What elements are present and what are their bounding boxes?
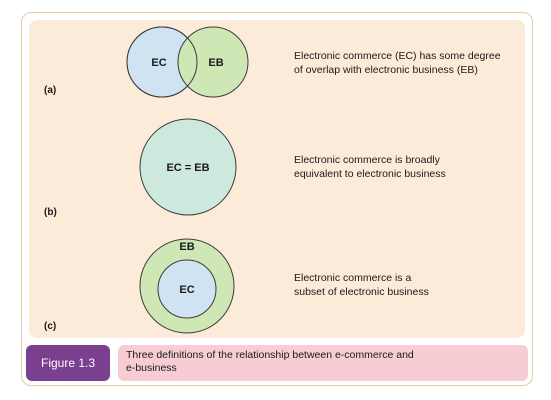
figure-caption: Three definitions of the relationship be… — [118, 345, 528, 381]
figure-caption-bar: Figure 1.3 Three definitions of the rela… — [26, 345, 528, 381]
ec-inner-label: EC — [179, 284, 194, 296]
ec-label: EC — [151, 57, 166, 69]
figure-number-badge: Figure 1.3 — [26, 345, 110, 381]
equivalent-circle-group: EC = EB — [139, 118, 237, 216]
eb-outer-label: EB — [179, 241, 194, 253]
part-c-description: Electronic commerce is a subset of elect… — [294, 272, 429, 298]
part-b-description: Electronic commerce is broadly equivalen… — [294, 154, 446, 180]
part-a-description: Electronic commerce (EC) has some degree… — [294, 50, 501, 76]
ec-circle-outline — [126, 26, 198, 98]
part-a-label: (a) — [44, 85, 57, 96]
diagram-panel — [29, 20, 525, 338]
part-c-label: (c) — [44, 321, 57, 332]
equivalent-circle — [139, 118, 237, 216]
ec-inner-circle — [157, 259, 217, 319]
eb-label: EB — [208, 57, 223, 69]
subset-circles: EB EC — [139, 238, 235, 334]
ec-equals-eb-label: EC = EB — [166, 162, 209, 174]
eb-circle — [177, 26, 249, 98]
venn-overlap: EC EB — [126, 26, 249, 98]
part-b-label: (b) — [44, 207, 57, 218]
